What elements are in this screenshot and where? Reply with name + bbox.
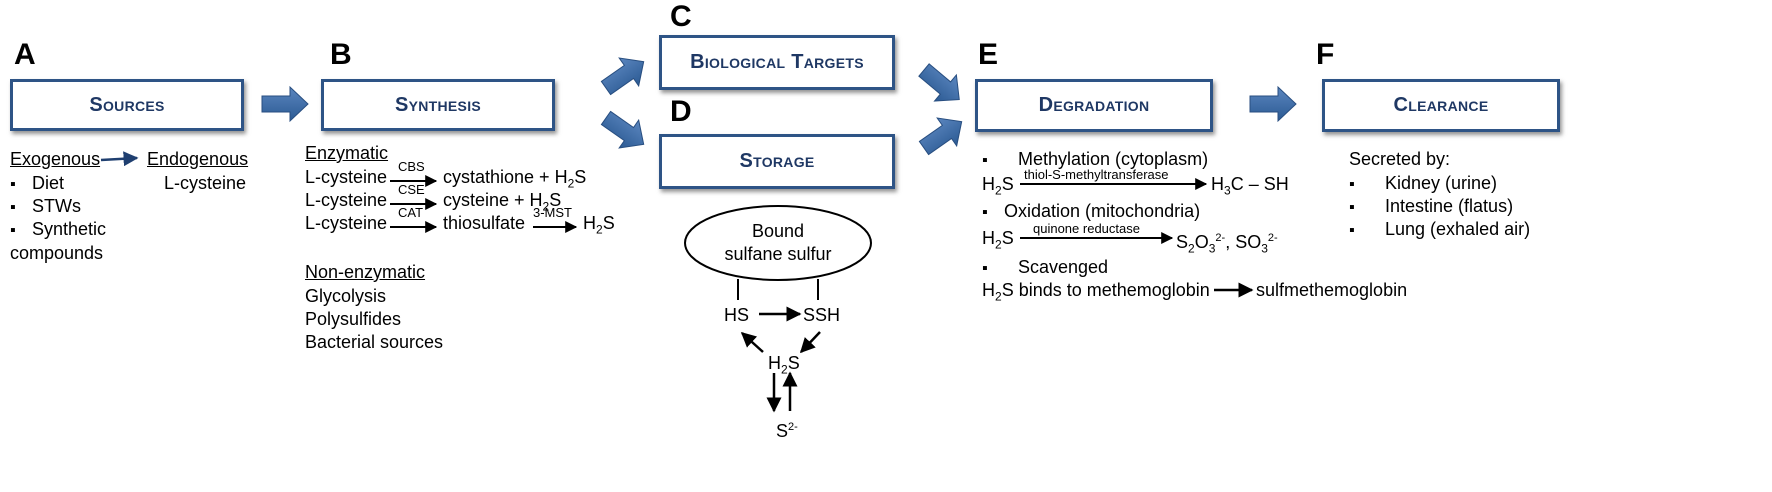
ssh-label: SSH <box>803 305 841 325</box>
block-arrow-b-c <box>600 57 645 96</box>
nonenzymatic-bacterial: Bacterial sources <box>305 332 444 352</box>
block-arrow-a-b <box>261 85 309 123</box>
nonenzymatic-polysulfides: Polysulfides <box>305 309 402 329</box>
biological-targets-title: Biological Targets <box>690 51 864 73</box>
degradation-title: Degradation <box>1038 94 1150 116</box>
oxidation-enzyme: quinone reductase <box>1033 221 1140 236</box>
scavenged-product: sulfmethemoglobin <box>1256 280 1408 300</box>
scavenged-text: H2S binds to methemoglobin <box>982 280 1210 304</box>
hs-label: HS <box>724 305 750 325</box>
reaction-3-enzyme: CAT <box>398 205 424 220</box>
source-item-stws: STWs <box>10 195 81 219</box>
panel-letter-a: A <box>14 38 36 71</box>
bound-sulfane-ellipse <box>684 205 872 281</box>
source-item-synthetic-wrap: compounds <box>10 243 104 263</box>
oxidation-products: S2O32-, SO32- <box>1176 232 1278 256</box>
enzymatic-header: Enzymatic <box>305 143 389 163</box>
clearance-title: Clearance <box>1393 94 1489 116</box>
panel-letter-c: C <box>670 0 692 33</box>
sources-title: Sources <box>89 93 165 116</box>
panel-letter-b: B <box>330 38 352 71</box>
bound-label-line2: sulfane sulfur <box>724 244 832 264</box>
oxidation-substrate: H2S <box>982 228 1014 252</box>
degradation-scavenged: Scavenged <box>982 256 1108 280</box>
sources-box: Sources <box>10 79 244 131</box>
ssh-h2s-arrow <box>799 331 821 354</box>
degradation-box: Degradation <box>975 79 1213 132</box>
methylation-product: H3C – SH <box>1211 174 1289 198</box>
exogenous-label: Exogenous <box>10 149 101 169</box>
bound-label-line1: Bound <box>751 221 805 241</box>
block-arrow-d-e <box>918 117 963 156</box>
methylation-enzyme: thiol-S-methyltransferase <box>1024 167 1169 182</box>
clearance-box: Clearance <box>1322 79 1560 132</box>
endogenous-label: Endogenous <box>147 149 249 169</box>
methylation-substrate: H2S <box>982 174 1014 198</box>
reaction-2-enzyme: CSE <box>398 182 425 197</box>
degradation-oxidation: Oxidation (mitochondria) <box>982 200 1200 224</box>
source-item-synthetic: Synthetic <box>10 218 106 242</box>
clearance-item-intestine: Intestine (flatus) <box>1349 195 1513 219</box>
h2s-hs-arrow <box>740 331 764 353</box>
reaction-1-enzyme: CBS <box>398 159 425 174</box>
clearance-item-kidney: Kidney (urine) <box>1349 172 1497 196</box>
exo-endo-arrow <box>100 151 139 167</box>
source-item-diet: Diet <box>10 172 64 196</box>
reaction-1-product: cystathione + H2S <box>443 167 587 191</box>
block-arrow-c-e <box>918 63 960 102</box>
block-arrow-e-f <box>1249 85 1297 123</box>
synthesis-title: Synthesis <box>394 93 482 116</box>
s2-label: S2- <box>776 421 798 441</box>
synthesis-box: Synthesis <box>321 79 555 131</box>
reaction-3-product: thiosulfate <box>443 213 526 233</box>
reaction-2-substrate: L-cysteine <box>305 190 388 210</box>
reaction-3-enzyme2: 3-MST <box>533 205 572 220</box>
reaction-2-product: cysteine + H2S <box>443 190 562 214</box>
reaction-3-product2: H2S <box>583 213 615 237</box>
nonenzymatic-glycolysis: Glycolysis <box>305 286 387 306</box>
clearance-header: Secreted by: <box>1349 149 1451 169</box>
reaction-1-substrate: L-cysteine <box>305 167 388 187</box>
biological-targets-box: Biological Targets <box>659 35 895 90</box>
panel-letter-d: D <box>670 95 692 128</box>
clearance-item-lung: Lung (exhaled air) <box>1349 218 1530 242</box>
h2s-label: H2S <box>768 353 800 377</box>
panel-letter-f: F <box>1316 38 1335 71</box>
reaction-3-substrate: L-cysteine <box>305 213 388 233</box>
storage-title: Storage <box>739 150 815 172</box>
storage-box: Storage <box>659 134 895 189</box>
endogenous-item: L-cysteine <box>164 173 247 193</box>
degradation-methylation: Methylation (cytoplasm) <box>982 148 1208 172</box>
block-arrow-b-d <box>600 110 645 149</box>
nonenzymatic-header: Non-enzymatic <box>305 262 426 282</box>
panel-letter-e: E <box>978 38 999 71</box>
